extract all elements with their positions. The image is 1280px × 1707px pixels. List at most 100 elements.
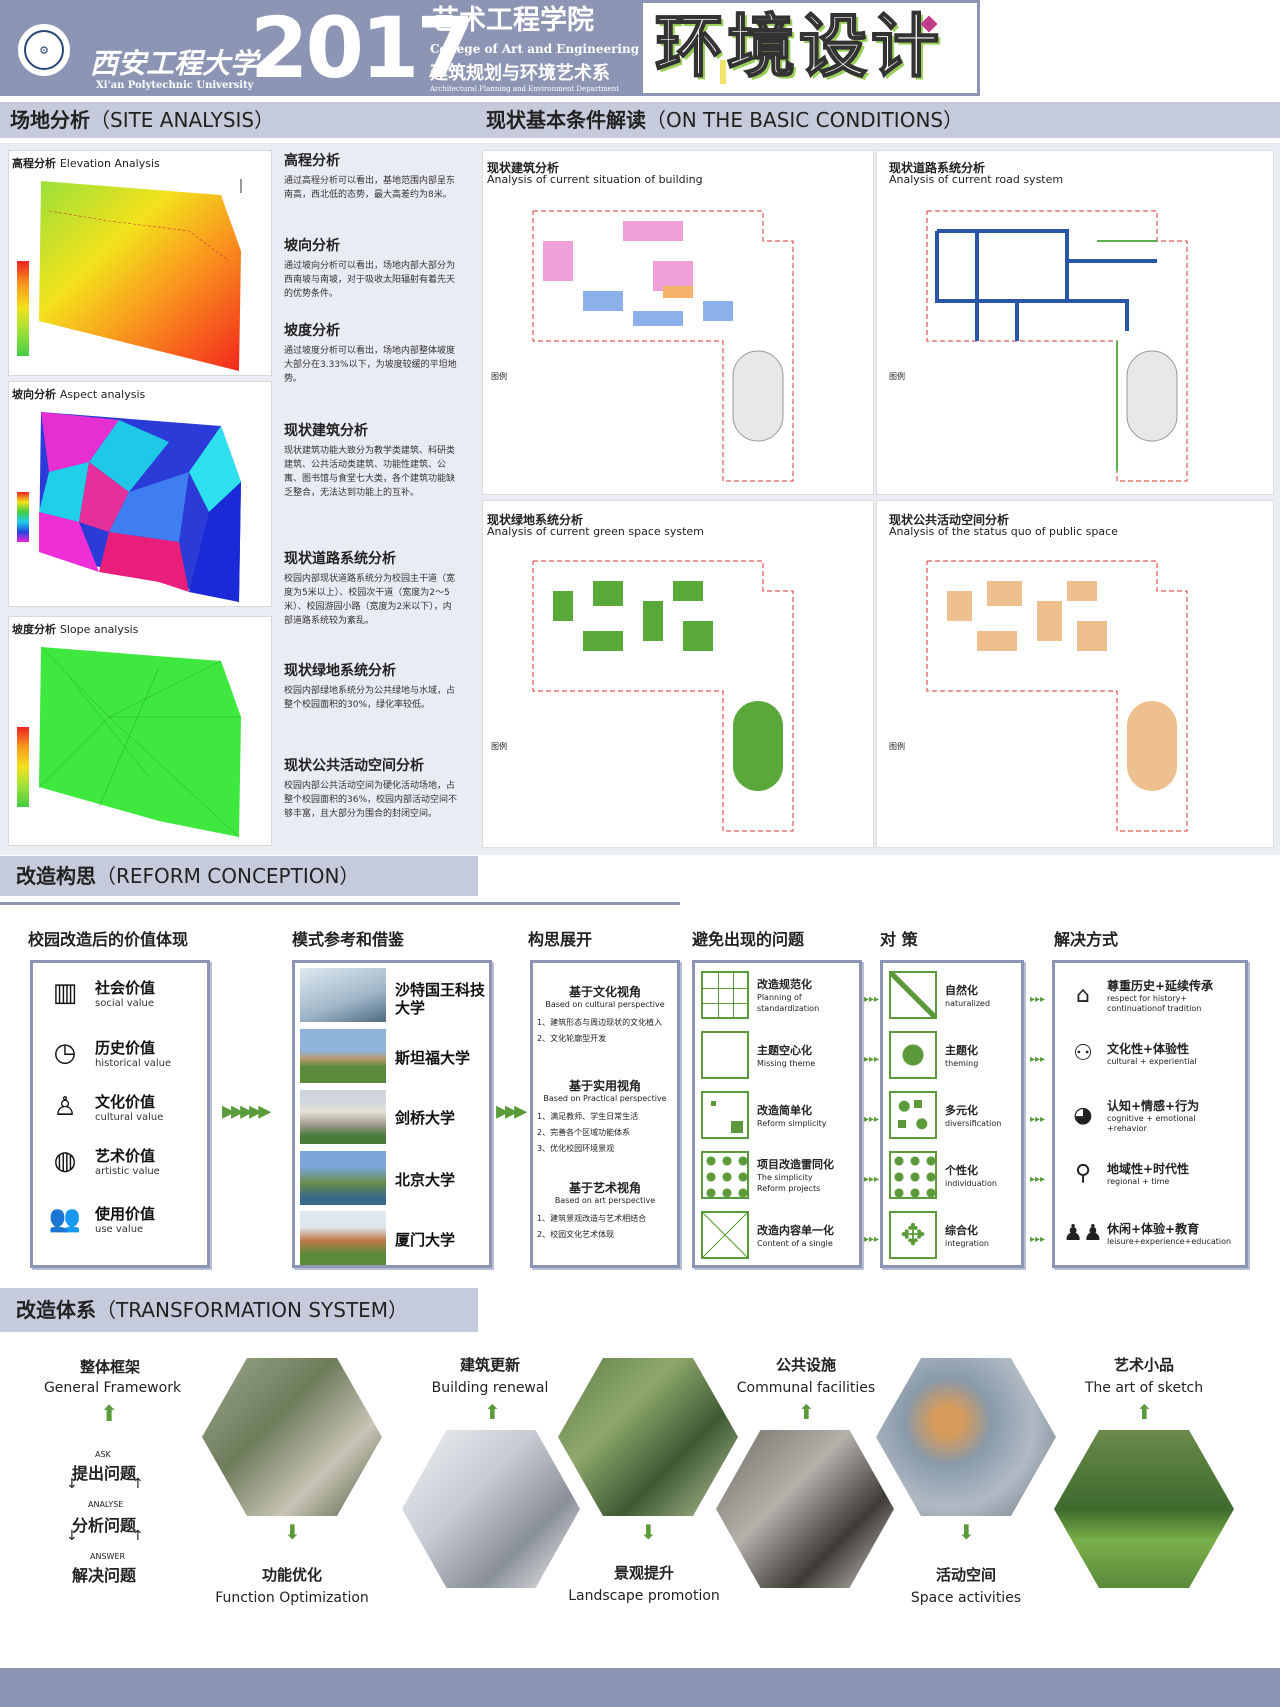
problem-en: Planning of standardization xyxy=(757,993,820,1013)
value-en: historical value xyxy=(95,1058,172,1069)
aspect-panel: 坡向分析 Aspect analysis xyxy=(8,381,272,607)
cross-square-icon xyxy=(701,1211,749,1259)
map-building: 现状建筑分析 Analysis of current situation of … xyxy=(482,150,874,495)
framework-en: General Framework xyxy=(43,1380,182,1396)
hex-landscape-image xyxy=(558,1358,738,1516)
text-building-head: 现状建筑分析 xyxy=(284,423,368,439)
perspective-item: 2、文化轮廓型开发 xyxy=(537,1034,607,1043)
sys-activity-cn: 活动空间 xyxy=(935,1566,996,1584)
perspective-head: 基于文化视角 xyxy=(568,985,641,999)
perspective-practical: 基于实用视角 Based on Practical perspective 1、… xyxy=(537,1077,673,1157)
value-en: use value xyxy=(95,1224,144,1235)
section-bar-top xyxy=(0,102,1280,138)
ref-image-4 xyxy=(300,1151,386,1205)
problem-en: Missing theme xyxy=(757,1058,816,1068)
text-road: 现状道路系统分析 校园内部现状道路系统分为校园主干道（宽度为5米以上）、校园次干… xyxy=(284,548,460,628)
arrow-right-icon: ▸▸▸ xyxy=(1030,1054,1046,1065)
strategy-cn: 自然化 xyxy=(945,983,978,997)
hex-art-image xyxy=(1054,1430,1234,1588)
map-road-title: 现状道路系统分析 xyxy=(889,161,986,175)
ref-name: 厦门大学 xyxy=(395,1231,456,1249)
value-en: artistic value xyxy=(95,1166,160,1177)
palette-icon: ◍ xyxy=(53,1146,77,1176)
value-cn: 文化价值 xyxy=(95,1093,156,1111)
value-cn: 使用价值 xyxy=(95,1205,156,1223)
text-slope-body: 通过坡度分析可以看出，场地内部整体坡度大部分在3.33%以下，为坡度较缓的平坦地… xyxy=(284,346,457,384)
dept-name-en: Architectural Planning and Environment D… xyxy=(430,85,620,93)
map-public-title: 现状公共活动空间分析 xyxy=(889,513,1010,527)
university-name-cn: 西安工程大学 xyxy=(90,47,259,80)
strategy-en: theming xyxy=(945,1058,979,1068)
integration-arrows-icon: ✥ xyxy=(889,1211,937,1259)
down-arrow-green-icon: ⬇ xyxy=(958,1520,975,1544)
perspective-head: 基于艺术视角 xyxy=(568,1181,641,1195)
up-arrow-icon: ↑ xyxy=(132,1476,144,1492)
strategy-en: individuation xyxy=(945,1178,997,1188)
aspect-map xyxy=(39,412,241,602)
perspectives-box: 基于文化视角 Based on cultural perspective 1、建… xyxy=(530,960,680,1268)
arrow-right-icon: ▸▸▸ xyxy=(864,1114,880,1125)
year-text: 2017 xyxy=(250,0,475,97)
aspect-label: 坡向分析 Aspect analysis xyxy=(12,388,146,401)
text-green-body: 校园内部绿地系统分为公共绿地与水域，占整个校园面积的30%，绿化率较低。 xyxy=(284,686,456,710)
arrow-right-icon: ▸▸▸ xyxy=(864,1054,880,1065)
solution-cn: 文化性+体验性 xyxy=(1107,1041,1190,1056)
perspective-item: 2、完善各个区域功能体系 xyxy=(537,1128,631,1137)
problem-cn: 改造规范化 xyxy=(757,978,812,991)
ref-name: 斯坦福大学 xyxy=(395,1049,471,1067)
problem-en: Content of a single xyxy=(757,1238,833,1248)
solution-en: regional + time xyxy=(1107,1176,1170,1186)
map-public-legend: 图例 xyxy=(889,742,905,751)
strategy-cn: 个性化 xyxy=(945,1163,978,1177)
grid-icon xyxy=(701,971,749,1019)
slope-legend xyxy=(17,727,29,807)
text-road-body: 校园内部现状道路系统分为校园主干道（宽度为5米以上）、校园次干道（宽度为2～5米… xyxy=(284,574,456,626)
value-en: cultural value xyxy=(95,1112,164,1123)
perspective-item: 3、优化校园环境景观 xyxy=(537,1144,615,1153)
ref-image-1 xyxy=(300,968,386,1022)
site-analysis-title: 场地分析（SITE ANALYSIS） xyxy=(10,108,275,132)
text-aspect: 坡向分析 通过坡向分析可以看出，场地内部大部分为西南坡与南坡，对于吸收太阳辐射有… xyxy=(284,235,460,301)
solution-en: cognitive + emotional +rehavior xyxy=(1107,1114,1196,1133)
perspective-item: 1、建筑形态与周边现状的文化植入 xyxy=(537,1018,663,1027)
perspective-item: 1、建筑景观改造与艺术相结合 xyxy=(537,1214,647,1223)
corner-square-icon xyxy=(701,1091,749,1139)
arrow-right-icon: ▸▸▸ xyxy=(864,1174,880,1185)
arrow-right-icon: ▸▸▸ xyxy=(1030,1174,1046,1185)
house-icon: ⌂ xyxy=(1076,983,1090,1008)
solution-cn: 地域性+时代性 xyxy=(1107,1161,1190,1176)
value-cn: 社会价值 xyxy=(95,979,156,997)
text-building: 现状建筑分析 现状建筑功能大致分为教学类建筑、科研类建筑、公共活动类建筑、功能性… xyxy=(284,420,460,500)
people-icon: 👥 xyxy=(48,1204,82,1234)
map-road-subtitle: Analysis of current road system xyxy=(889,173,1064,186)
text-elevation-body: 通过高程分析可以看出，基地范围内部呈东南高，西北低的态势，最大高差约为8米。 xyxy=(284,176,456,200)
map-green-drawing xyxy=(532,560,794,832)
sys-landscape-cn: 景观提升 xyxy=(613,1564,674,1582)
text-aspect-body: 通过坡向分析可以看出，场地内部大部分为西南坡与南坡，对于吸收太阳辐射有着先天的优… xyxy=(284,261,456,299)
poster-title: 环境设计 xyxy=(654,8,944,87)
ref-name: 沙特国王科技大学 xyxy=(395,981,486,1017)
ref-name: 北京大学 xyxy=(395,1171,456,1189)
strategy-en: integration xyxy=(945,1238,989,1248)
map-road-legend: 图例 xyxy=(889,372,905,381)
map-building-subtitle: Analysis of current situation of buildin… xyxy=(487,173,703,186)
pie-icon: ◕ xyxy=(1073,1103,1093,1128)
strategy-en: naturalized xyxy=(945,998,991,1008)
value-cn: 历史价值 xyxy=(95,1039,156,1057)
system-title: 改造体系（TRANSFORMATION SYSTEM） xyxy=(16,1298,409,1322)
map-green-title: 现状绿地系统分析 xyxy=(487,513,584,527)
